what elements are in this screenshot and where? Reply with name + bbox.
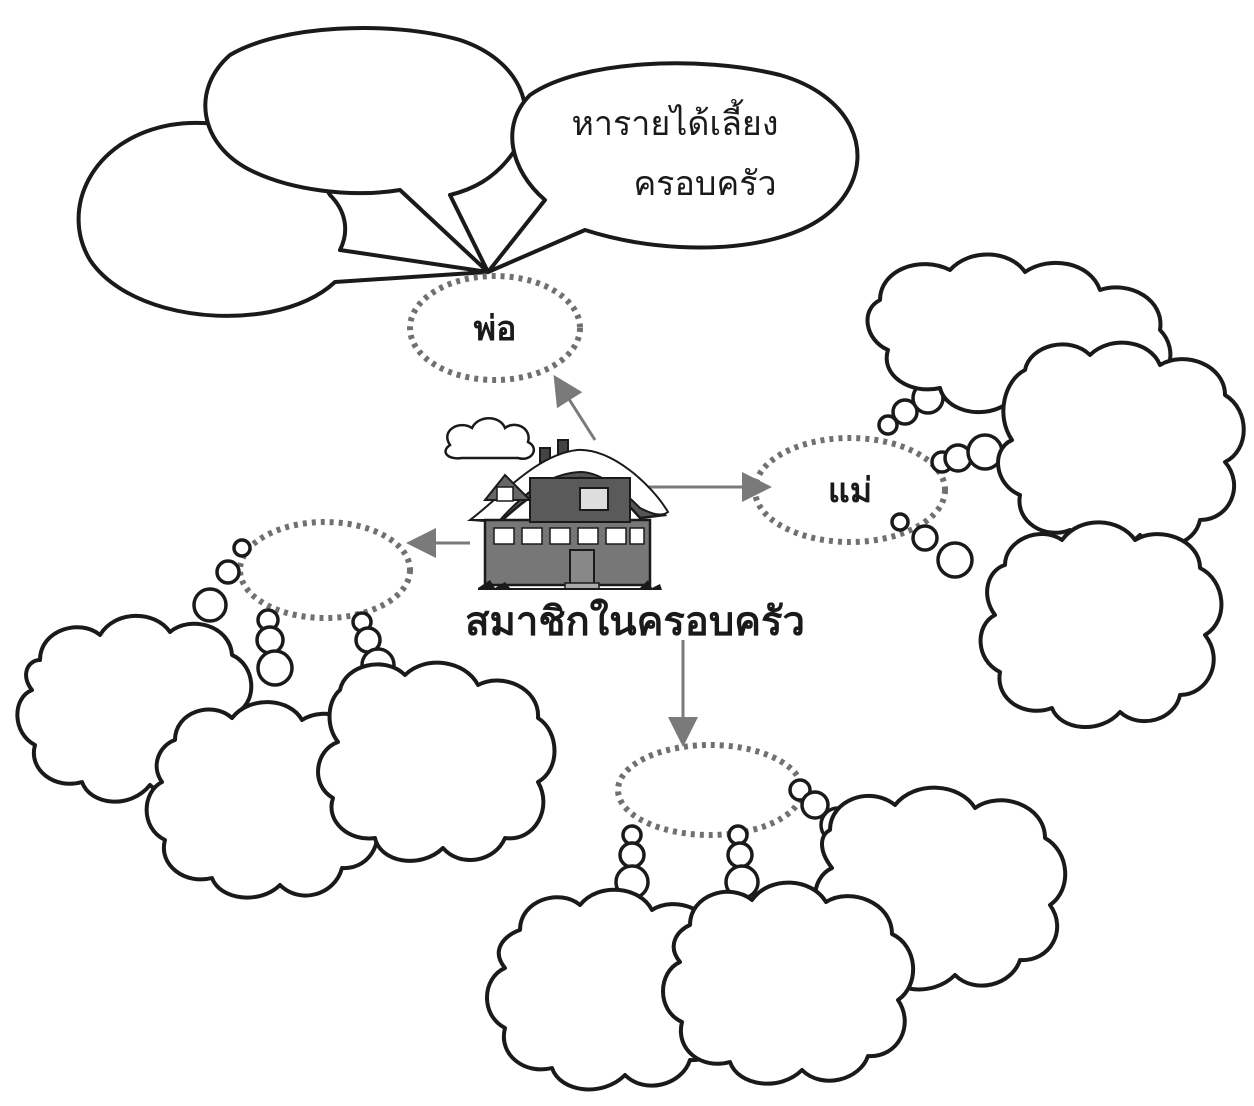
member-left	[237, 519, 413, 621]
speech-bubble-middle	[203, 26, 528, 274]
member-mother: แม่	[752, 435, 948, 545]
member-father: พ่อ	[407, 273, 583, 383]
speech-bubble-right-line-2: ครอบครัว	[633, 164, 776, 204]
member-bottom	[615, 742, 805, 838]
center-label: สมาชิกในครอบครัว	[465, 598, 805, 645]
member-mother-label: แม่	[828, 471, 872, 511]
thought-bubbles-left	[15, 538, 557, 900]
house-illustration	[444, 417, 670, 590]
thought-bubbles-bottom	[485, 778, 1068, 1092]
speech-bubble-right: หารายได้เลี้ยง ครอบครัว	[486, 61, 860, 274]
arrow-to-father	[553, 374, 597, 441]
member-father-label: พ่อ	[474, 309, 517, 349]
speech-bubble-right-line-1: หารายได้เลี้ยง	[572, 99, 779, 144]
thought-bubbles-mother	[865, 252, 1246, 729]
